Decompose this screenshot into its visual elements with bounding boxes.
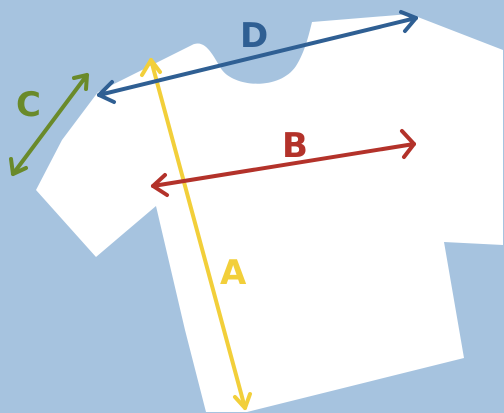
measurement-c-arrow bbox=[9, 73, 89, 176]
label-d: D bbox=[240, 16, 268, 56]
measurement-d-arrow bbox=[97, 10, 418, 104]
label-b: B bbox=[282, 126, 308, 166]
label-c: C bbox=[16, 85, 41, 125]
measurement-a-arrow bbox=[140, 58, 252, 410]
measurement-b-arrow bbox=[151, 129, 416, 197]
label-a: A bbox=[220, 253, 247, 293]
tshirt-shape bbox=[36, 14, 503, 412]
